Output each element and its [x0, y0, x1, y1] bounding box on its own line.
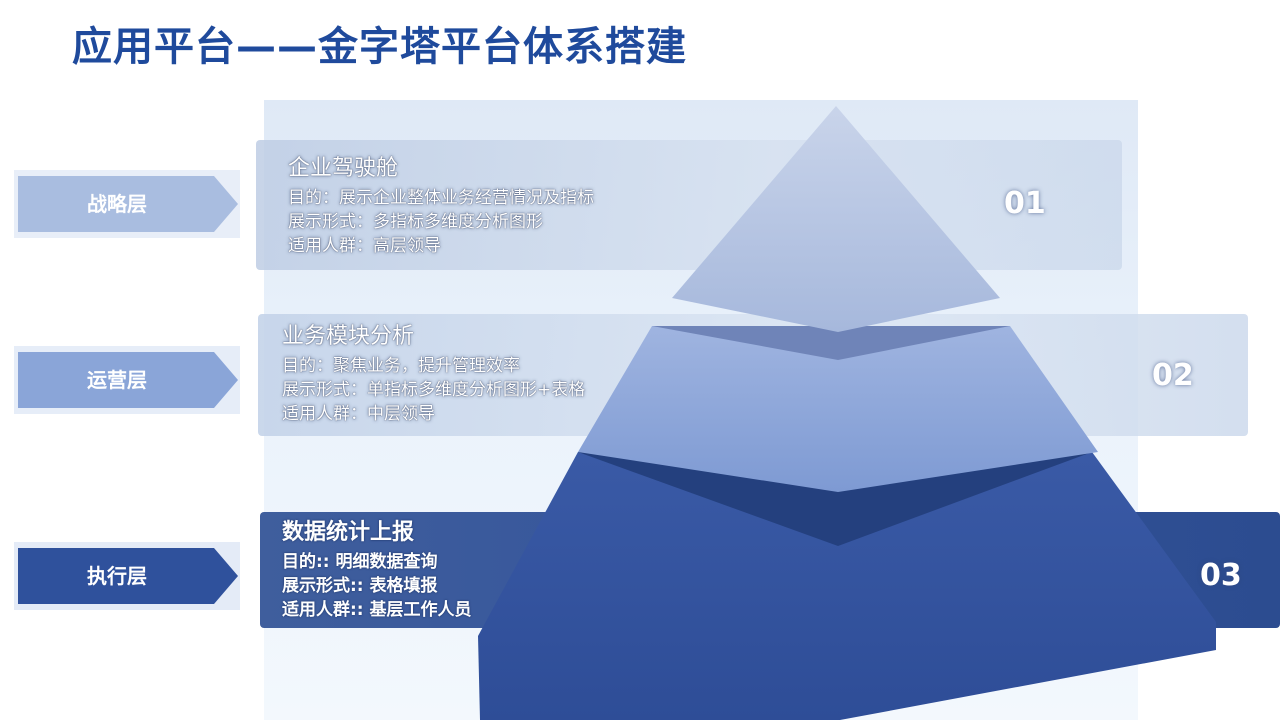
tag-execution-layer: 执行层	[14, 542, 240, 610]
tag-arrow-shape	[18, 176, 238, 232]
layer-3-heading: 数据统计上报	[282, 520, 415, 545]
layer-band-1	[256, 140, 1122, 270]
tag-label: 运营层	[87, 368, 147, 392]
layer-2-number: 02	[1152, 358, 1194, 393]
tag-arrow-shape	[18, 352, 238, 408]
layer-3-audience: 适用人群:: 基层工作人员	[282, 600, 472, 620]
layer-1-format: 展示形式：多指标多维度分析图形	[288, 212, 543, 232]
pyramid-tier-3	[478, 452, 1216, 720]
layer-3-text: 数据统计上报 目的:: 明细数据查询 展示形式:: 表格填报 适用人群:: 基层…	[282, 514, 472, 622]
pyramid-tier-3-top	[578, 452, 1092, 546]
tag-label: 执行层	[87, 564, 147, 588]
layer-2-text: 业务模块分析 目的：聚焦业务，提升管理效率 展示形式：单指标多维度分析图形+表格…	[282, 318, 585, 426]
layer-3-purpose: 目的:: 明细数据查询	[282, 552, 438, 572]
layer-1-text: 企业驾驶舱 目的：展示企业整体业务经营情况及指标 展示形式：多指标多维度分析图形…	[288, 150, 594, 258]
pyramid-tier-1	[672, 106, 1000, 332]
layer-1-audience: 适用人群：高层领导	[288, 236, 441, 256]
layer-1-number: 01	[1004, 186, 1046, 221]
page-title: 应用平台——金字塔平台体系搭建	[72, 24, 687, 70]
layer-2-purpose: 目的：聚焦业务，提升管理效率	[282, 356, 520, 376]
layer-2-heading: 业务模块分析	[282, 324, 415, 349]
pyramid-tier-2-top	[652, 326, 1010, 360]
pyramid-tier-2	[578, 326, 1098, 492]
tag-arrow-shape	[18, 548, 238, 604]
tag-label: 战略层	[87, 192, 147, 216]
tag-strategy-layer: 战略层	[14, 170, 240, 238]
tag-operation-layer: 运营层	[14, 346, 240, 414]
layer-2-format: 展示形式：单指标多维度分析图形+表格	[282, 380, 586, 400]
layer-1-purpose: 目的：展示企业整体业务经营情况及指标	[288, 188, 594, 208]
layer-3-number: 03	[1200, 558, 1242, 593]
layer-1-heading: 企业驾驶舱	[288, 156, 399, 181]
layer-2-audience: 适用人群：中层领导	[282, 404, 435, 424]
layer-3-format: 展示形式:: 表格填报	[282, 576, 438, 596]
